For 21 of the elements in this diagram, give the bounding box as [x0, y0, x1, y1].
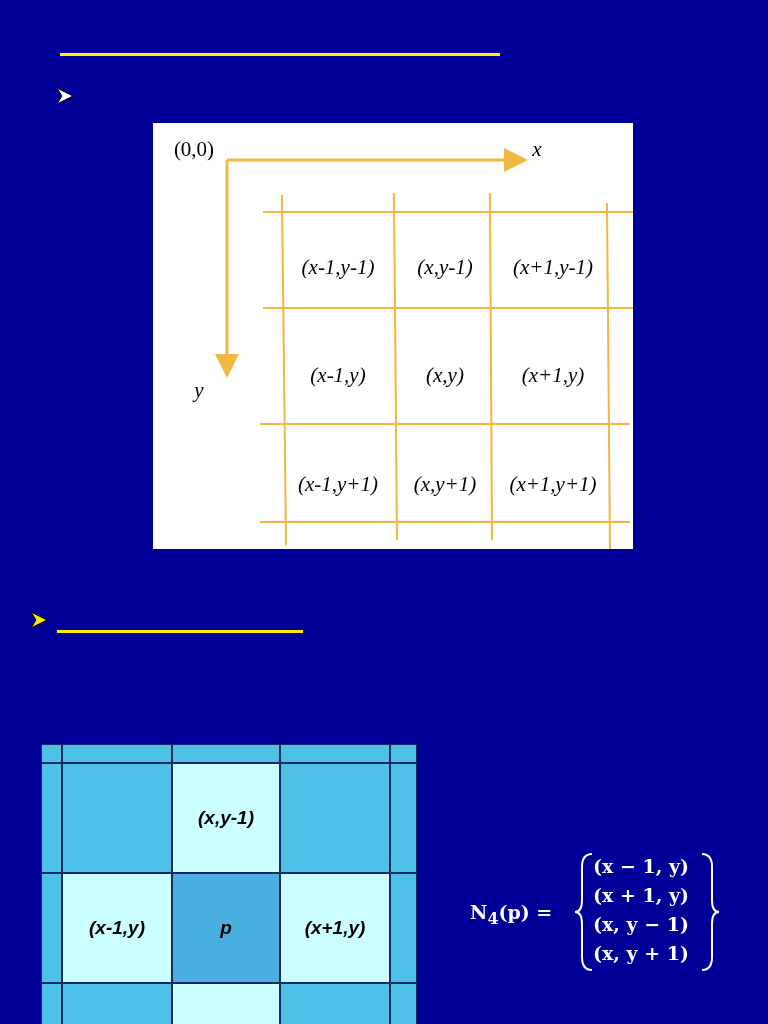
coordinate-label: (x,y+1)	[413, 471, 477, 497]
coordinate-label: (x,y-1)	[417, 254, 473, 280]
coordinate-label: (x-1,y)	[310, 362, 366, 388]
formula-text: (x + 1, y)	[593, 884, 689, 906]
formula-text: (x, y − 1)	[593, 913, 689, 935]
table-cell: p	[172, 873, 280, 983]
coordinate-label: (x-1,y-1)	[301, 254, 375, 280]
formula-text: N$_{4}$(p) =	[470, 901, 553, 928]
coordinate-label: (x+1,y+1)	[509, 471, 597, 497]
axis-label: x	[532, 136, 542, 162]
table-cell: (x-1,y)	[62, 873, 172, 983]
axis-label: y	[194, 377, 204, 403]
formula-text: (x − 1, y)	[593, 855, 689, 877]
coordinate-label: (x-1,y+1)	[298, 471, 378, 497]
origin-label: (0,0)	[173, 136, 215, 162]
table-cell: (x,y-1)	[172, 763, 280, 873]
coordinate-label: (x+1,y)	[521, 362, 585, 388]
formula-text: (x, y + 1)	[593, 942, 689, 964]
coordinate-label: (x+1,y-1)	[513, 254, 593, 280]
table-cell: (x+1,y)	[280, 873, 390, 983]
coordinate-label: (x,y)	[426, 362, 464, 388]
